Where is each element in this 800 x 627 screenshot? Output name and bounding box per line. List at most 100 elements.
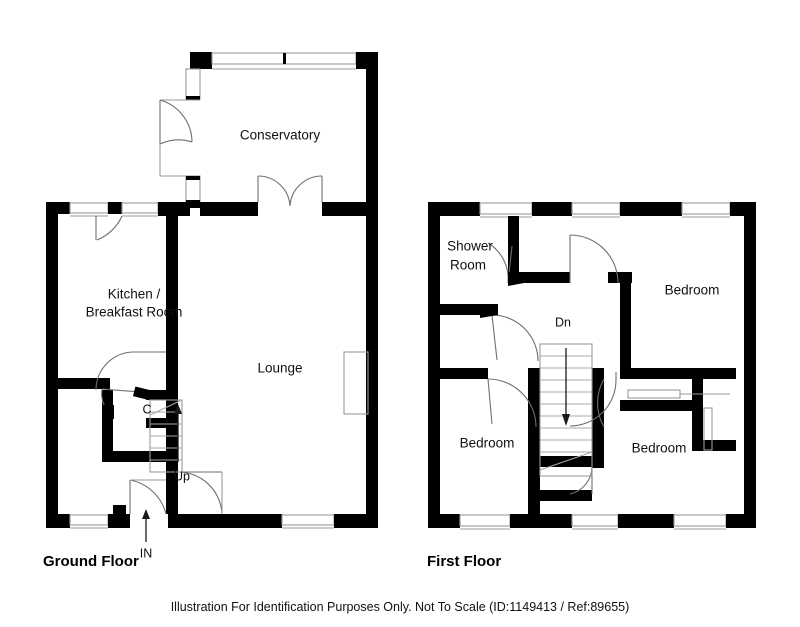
wall-bottom-mid: [168, 514, 224, 528]
door-arc-bedroom-tr: [569, 234, 619, 284]
wall-spine-vertical: [166, 202, 178, 514]
room-label-lounge: Lounge: [257, 361, 302, 376]
room-label-conservatory: Conservatory: [240, 128, 321, 143]
door-leaf-bedroom-bl: [487, 378, 493, 425]
stair-winder-up: [149, 399, 183, 416]
door-arc-airing: [569, 466, 593, 495]
door-arc-kitchen-back: [96, 215, 123, 241]
window-kitchen-backdoor: [121, 202, 159, 214]
stair-direction-arrow-up: [174, 404, 182, 414]
wall-bottom-left-pier: [46, 514, 70, 528]
stair-label-dn: Dn: [555, 315, 571, 329]
wall-ff-top-1: [428, 202, 480, 216]
wall-cupboard-left: [102, 390, 113, 462]
wall-ff-bottom-3: [618, 514, 674, 528]
wall-landing-right: [620, 272, 631, 376]
room-label-bedroom-bottom-right: Bedroom: [632, 441, 687, 456]
stair-winder-dn: [539, 451, 593, 471]
wall-ff-bottom-4: [726, 514, 756, 528]
window-ground-bottom-1: [69, 514, 109, 526]
conservatory-window-upper-left-sill: [186, 96, 200, 100]
conservatory-window-upper-left: [185, 68, 201, 100]
window-ff-bottom-1: [459, 514, 511, 527]
wall-wardrobe-lower-left: [692, 404, 703, 450]
floorplan-disclaimer: Illustration For Identification Purposes…: [170, 600, 630, 614]
ground-floor-doors: [95, 175, 323, 515]
wall-bottom-pier-2: [108, 514, 130, 528]
ground-floor-walls: [46, 202, 378, 529]
entrance-arrow-head: [142, 509, 150, 519]
wall-airing-bottom: [540, 490, 592, 501]
cupboard-label-c: C: [142, 402, 151, 416]
lounge-bay-recess: [343, 351, 369, 415]
conservatory-wall-right: [366, 52, 378, 208]
first-floor-doors: [480, 234, 619, 495]
wall-kitchen-top-pier: [108, 202, 122, 214]
wall-shower-bottom: [508, 272, 570, 283]
ground-floor-plan: Conservatory: [46, 52, 378, 560]
wall-bedroom-left-top: [440, 368, 488, 379]
window-ff-bottom-3: [673, 514, 727, 527]
window-ff-top-1: [479, 202, 533, 215]
door-jamb-cupboard: [102, 405, 114, 419]
wall-ff-top-2: [532, 202, 572, 216]
wall-cupboard-top-nib: [146, 390, 168, 400]
wall-wardrobe-divider: [692, 368, 703, 414]
door-arc-bedroom-br-2: [569, 379, 617, 427]
window-ff-top-3: [681, 202, 731, 215]
door-arc-front: [129, 479, 167, 515]
first-floor-walls: [428, 202, 756, 530]
door-hinge-bedroom-left: [480, 304, 498, 318]
ground-floor-partitions: [58, 202, 178, 514]
wall-right-outer: [366, 202, 378, 514]
door-arc-french-right: [289, 175, 323, 207]
ground-floor-stairs: Up: [149, 399, 190, 483]
wall-landing-right-nib: [608, 272, 632, 283]
wall-stairwell-left: [528, 368, 540, 528]
room-label-bedroom-top-right: Bedroom: [665, 283, 720, 298]
stair-label-up: Up: [174, 469, 190, 483]
window-kitchen-top: [69, 202, 109, 214]
door-leaf-cupboard: [101, 388, 141, 393]
wall-ff-top-3: [620, 202, 682, 216]
conservatory-window-lower-left-head: [186, 176, 200, 180]
room-label-kitchen-line1: Kitchen /: [108, 287, 161, 302]
wall-stairwell-right: [592, 368, 604, 468]
window-ground-bottom-2: [281, 514, 335, 526]
wall-cupboard-bottom: [102, 451, 168, 462]
wall-bottom-right-pier: [334, 514, 378, 528]
entrance-label-in: IN: [140, 546, 153, 560]
door-hinge-cupboard: [132, 386, 150, 400]
wall-bottom-pier-2-nib: [113, 505, 126, 515]
wall-stair-nib: [146, 418, 168, 428]
wall-stairwell-bottom: [540, 456, 604, 467]
first-floor-stairs: Dn: [539, 315, 593, 477]
wall-wardrobe-top: [620, 368, 736, 379]
wall-shower-right: [508, 216, 519, 282]
conservatory-structure: Conservatory: [159, 52, 378, 208]
door-arc-bedroom-br: [597, 378, 605, 428]
wall-wardrobe-lower-bottom: [692, 440, 736, 451]
wall-ff-right-outer: [744, 202, 756, 528]
stair-outline-dn: [539, 343, 593, 477]
door-arc-bedroom-bl: [487, 378, 537, 428]
door-arc-lounge: [177, 471, 223, 515]
door-hinge-shower: [508, 272, 524, 286]
conservatory-window-lower-left-sill: [186, 200, 200, 208]
conservatory-door-arc-left: [159, 99, 193, 143]
ground-floor-entrance-marker: IN: [140, 509, 153, 560]
first-floor-plan: Dn Shower Room Bedroom Bedroom Bedroom: [428, 202, 756, 530]
ground-floor-title: Ground Floor: [43, 553, 139, 570]
window-ff-bottom-2: [571, 514, 619, 527]
wall-top-right: [322, 202, 378, 216]
door-leaf-bedroom-left: [491, 314, 498, 361]
conservatory-door-arc-left-lower: [159, 139, 193, 145]
room-label-bedroom-bottom-left: Bedroom: [460, 436, 515, 451]
wall-wardrobe-bottom: [620, 400, 694, 411]
window-ff-top-2: [571, 202, 621, 215]
wall-left-outer: [46, 202, 58, 514]
wardrobe-door-sliding-top: [627, 389, 681, 399]
wall-ff-bottom-1: [428, 514, 460, 528]
room-label-kitchen-line2: Breakfast Room: [86, 305, 183, 320]
